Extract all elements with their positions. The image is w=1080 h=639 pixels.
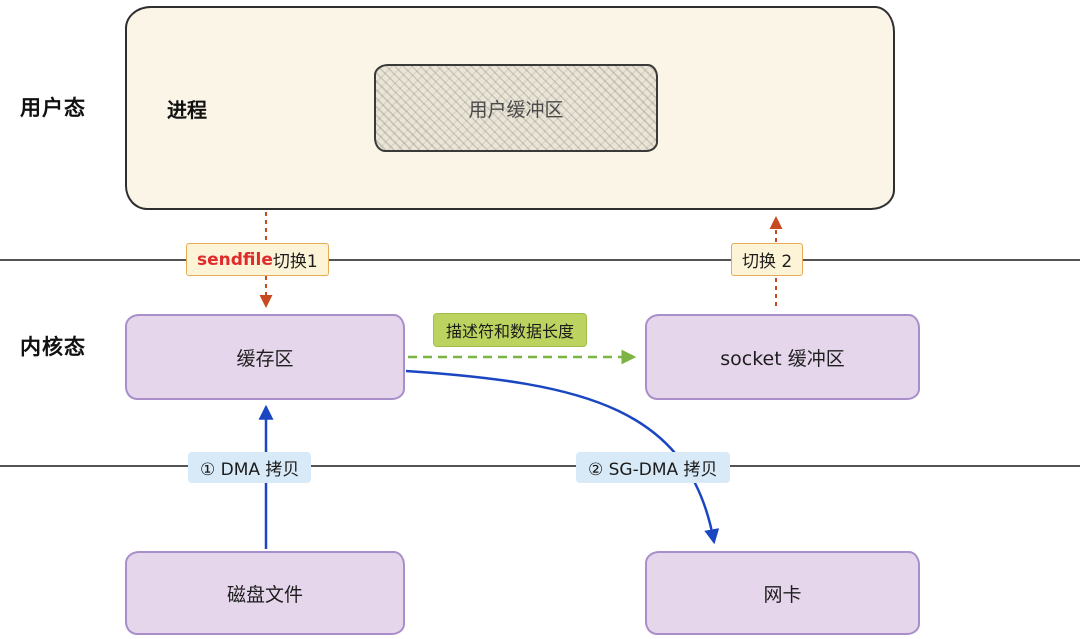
- sendfile-switch1-text: 切换1: [272, 252, 318, 272]
- process-box: 进程 用户缓冲区: [125, 6, 895, 210]
- sg-dma-copy-arrow: [405, 369, 720, 545]
- user-mode-label: 用户态: [20, 96, 86, 120]
- sendfile-switch1-chip: sendfile 切换1: [186, 243, 329, 276]
- kernel-buffer-box: 缓存区: [125, 314, 405, 400]
- user-buffer-label: 用户缓冲区: [468, 98, 564, 121]
- descriptor-length-chip: 描述符和数据长度: [433, 313, 588, 347]
- socket-buffer-label: socket 缓冲区: [720, 347, 845, 370]
- disk-file-box: 磁盘文件: [125, 551, 405, 635]
- dma-copy-chip: ① DMA 拷贝: [188, 452, 312, 483]
- sg-dma-copy-chip: ② SG-DMA 拷贝: [576, 452, 730, 483]
- process-label: 进程: [167, 98, 207, 122]
- socket-buffer-box: socket 缓冲区: [645, 314, 920, 400]
- switch2-chip: 切换 2: [731, 243, 804, 276]
- user-buffer-box: 用户缓冲区: [374, 64, 658, 152]
- nic-box: 网卡: [645, 551, 920, 635]
- disk-file-label: 磁盘文件: [226, 583, 303, 606]
- sendfile-keyword: sendfile: [197, 249, 273, 270]
- kernel-buffer-label: 缓存区: [236, 347, 294, 370]
- nic-label: 网卡: [763, 583, 802, 606]
- kernel-mode-label: 内核态: [20, 335, 86, 359]
